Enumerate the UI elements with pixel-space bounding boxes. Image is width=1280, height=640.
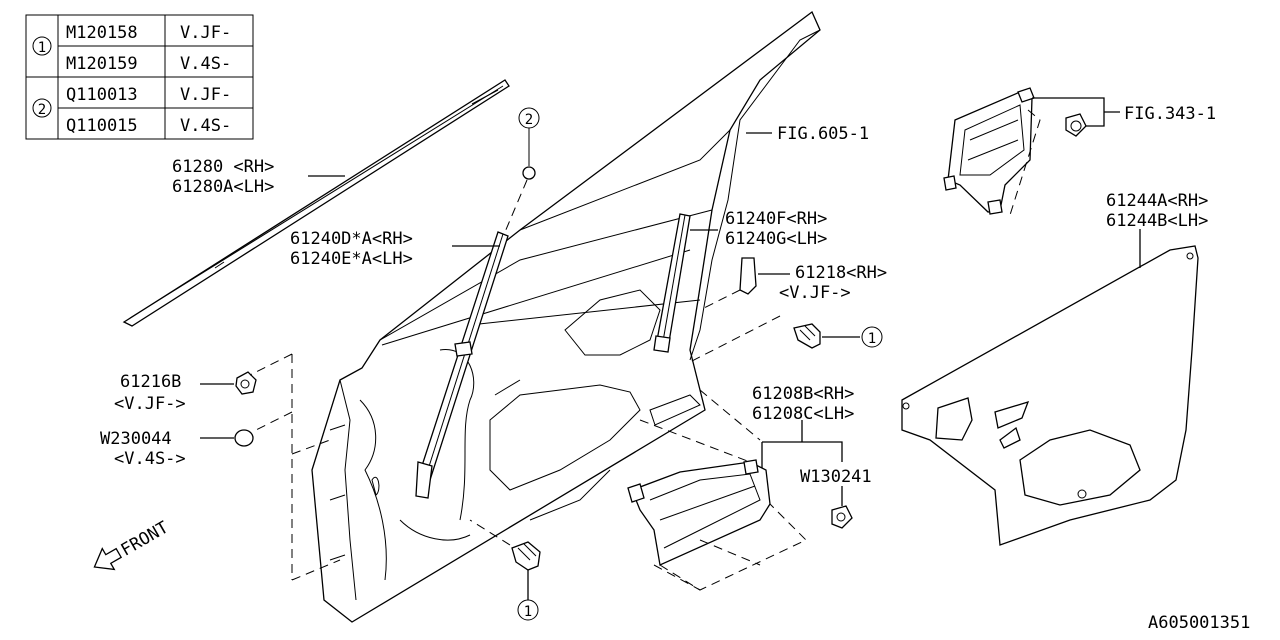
label-w130241: W130241: [800, 467, 872, 487]
label-fig-605-1: FIG.605-1: [777, 124, 869, 144]
label-61208b-rh: 61208B<RH>: [752, 384, 854, 404]
bolt-icon: [793, 323, 821, 349]
label-61218-rh: 61218<RH>: [795, 263, 887, 283]
label-61240e-lh: 61240E*A<LH>: [290, 249, 413, 269]
table-part: M120159: [66, 54, 138, 74]
bracket-part: [943, 87, 1041, 216]
label-fig-343-1: FIG.343-1: [1124, 104, 1216, 124]
clip-icon: [522, 166, 536, 180]
plug-61218: [739, 257, 757, 295]
label-61240f-rh: 61240F<RH>: [725, 209, 827, 229]
plug-w230044: [234, 429, 254, 447]
table-spec: V.JF-: [180, 23, 231, 43]
bolt-icon: [511, 541, 541, 571]
sealing-cover: [901, 245, 1199, 546]
table-spec: V.4S-: [180, 116, 231, 136]
label-61208c-lh: 61208C<LH>: [752, 404, 854, 424]
ref-circle-1: [517, 599, 539, 621]
belt-weatherstrip: [122, 79, 510, 327]
table-spec: V.4S-: [180, 54, 231, 74]
label-front: FRONT: [118, 518, 172, 561]
table-spec: V.JF-: [180, 85, 231, 105]
label-61244b-lh: 61244B<LH>: [1106, 211, 1208, 231]
ref-circle-2-label: 2: [525, 112, 533, 128]
glass-run-channel: [653, 213, 691, 353]
clip-w130241: [831, 505, 853, 529]
ref-circle-1: [861, 326, 883, 348]
label-w230044: W230044: [100, 429, 172, 449]
clip-icon: [1065, 113, 1087, 137]
diagram-id: A605001351: [1148, 613, 1250, 633]
label-61240d-rh: 61240D*A<RH>: [290, 229, 413, 249]
clip-61216b: [235, 371, 257, 395]
label-61216b: 61216B: [120, 372, 181, 392]
label-61244a-rh: 61244A<RH>: [1106, 191, 1208, 211]
access-cover: [627, 459, 807, 591]
table-part: Q110015: [66, 116, 138, 136]
table-ref-2: 2: [38, 102, 46, 118]
table-ref-1: 1: [38, 40, 46, 56]
table-part: M120158: [66, 23, 138, 43]
label-61216b-vjf: <V.JF->: [114, 394, 186, 414]
table-part: Q110013: [66, 85, 138, 105]
label-61218-vjf: <V.JF->: [779, 283, 851, 303]
door-sash: [415, 231, 509, 499]
front-door-panel: [311, 10, 821, 623]
label-w230044-v4s: <V.4S->: [114, 449, 186, 469]
ref-circle-1-label: 1: [868, 331, 876, 347]
label-61280-rh: 61280 <RH>: [172, 157, 274, 177]
parts-table: 1 2 M120158 V.JF- M120159 V.4S- Q110013 …: [25, 14, 254, 140]
label-61240g-lh: 61240G<LH>: [725, 229, 827, 249]
ref-circle-1-label: 1: [524, 604, 532, 620]
front-arrow-icon: FRONT: [93, 518, 172, 571]
label-61280a-lh: 61280A<LH>: [172, 177, 274, 197]
